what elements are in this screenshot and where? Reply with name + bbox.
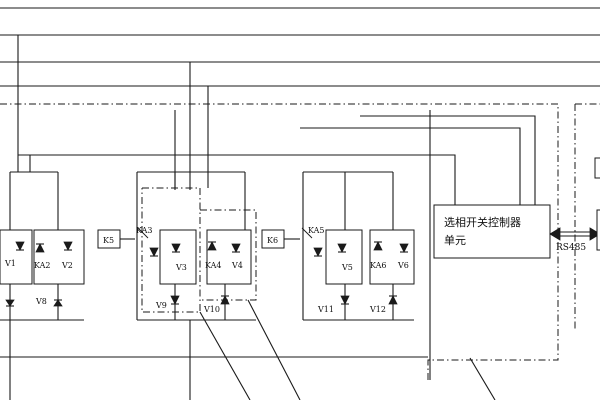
label-k6: K6 [267,236,278,245]
bottom-leads [0,299,496,400]
label-ka3: KA3 [136,226,153,235]
enclosure-dashed [0,103,600,380]
label-ka2: KA2 [34,261,51,270]
label-v9: V9 [155,301,167,310]
middle-switch-group: KA3 V3 KA4 V4 V9 V10 [136,171,257,321]
rs485-link: RS485 [549,227,600,253]
power-bus-lines [0,7,600,190]
phase-selection-controller-unit: 选相开关控制器 单元 [433,204,551,259]
controller-label-line2: 单元 [444,234,466,247]
label-v5: V5 [341,263,353,272]
label-v2: V2 [61,261,73,270]
label-v11: V11 [317,305,334,314]
right-edge-partial [594,157,600,251]
contactor-k5: K5 [97,229,135,249]
controller-label-line1: 选相开关控制器 [444,215,521,229]
right-switch-group: KA5 V5 KA6 V6 V11 V12 [301,171,415,321]
label-v8: V8 [35,297,47,306]
label-v1: V1 [4,259,16,268]
rs485-label: RS485 [556,243,586,253]
left-partial-group: V1 KA2 V2 V8 [0,171,85,321]
label-v6: V6 [397,261,409,270]
contactor-k6: K6 [261,229,300,249]
label-v10: V10 [203,305,220,314]
label-v3: V3 [175,263,187,272]
label-k5: K5 [103,236,114,245]
label-v12: V12 [369,305,386,314]
label-v4: V4 [231,261,243,270]
label-ka5: KA5 [308,226,325,235]
label-ka6: KA6 [370,261,387,270]
label-ka4: KA4 [205,261,222,270]
